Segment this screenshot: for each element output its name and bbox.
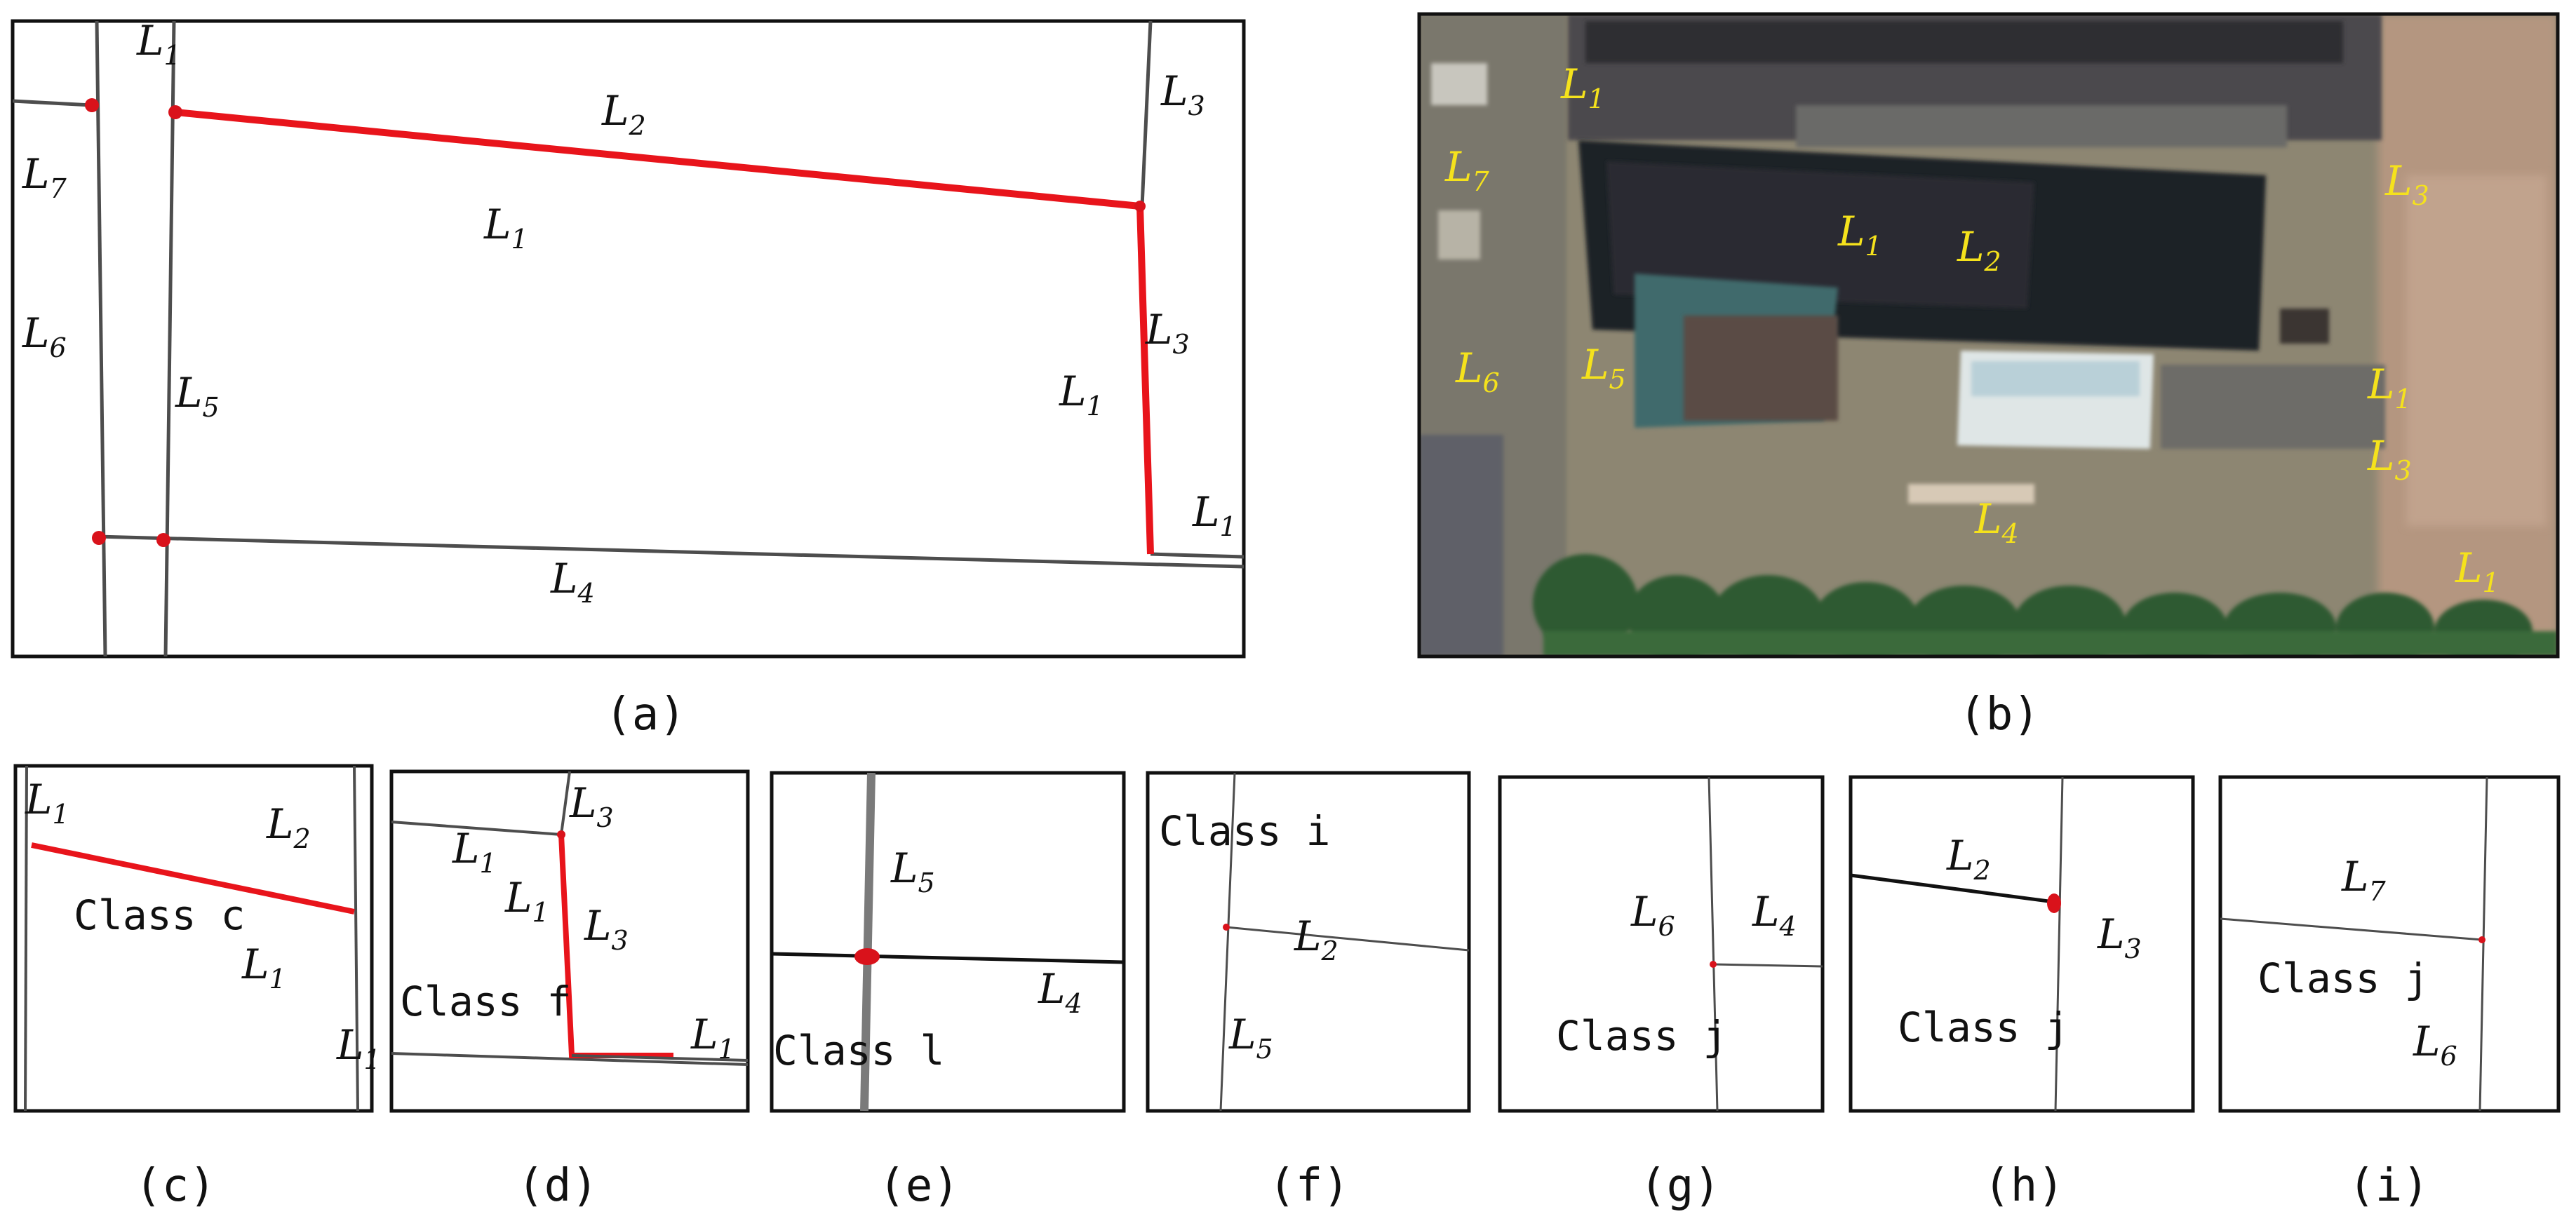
panel-h: L2 L3 Class j (h) — [1851, 777, 2193, 1212]
caption-c: (c) — [135, 1160, 216, 1212]
class-label: Class j — [2258, 954, 2429, 1002]
node — [1134, 201, 1146, 212]
class-label: Class f — [400, 978, 571, 1025]
class-label: Class c — [74, 891, 245, 939]
node — [168, 105, 182, 119]
class-label: Class j — [1556, 1012, 1727, 1060]
class-label: Class j — [1898, 1004, 2069, 1051]
panel-h-frame — [1851, 777, 2193, 1111]
node — [1710, 961, 1717, 968]
node — [92, 531, 106, 545]
panel-e: L5 L4 Class l (e) — [772, 773, 1124, 1212]
label-l1: L1 — [336, 1021, 381, 1075]
panel-i: L7 L6 Class j (i) — [2220, 777, 2558, 1212]
node — [156, 533, 170, 547]
node — [2047, 893, 2061, 913]
caption-a: (a) — [605, 689, 686, 741]
node — [854, 948, 880, 965]
caption-d: (d) — [517, 1160, 598, 1212]
caption-h: (h) — [1983, 1160, 2065, 1212]
caption-b: (b) — [1959, 689, 2040, 741]
panel-a: L1 L2 L3 L7 L1 L3 L6 L5 L1 L1 L4 (a) — [13, 17, 1244, 741]
caption-i: (i) — [2348, 1160, 2429, 1212]
panel-f: L2 L5 Class i (f) — [1148, 773, 1469, 1212]
panel-i-frame — [2220, 777, 2558, 1111]
panel-c: L1 L2 L1 L1 Class c (c) — [15, 766, 381, 1212]
panel-g-frame — [1500, 777, 1823, 1111]
panel-d: L1 L3 L1 L3 L1 Class f (d) — [391, 771, 748, 1212]
class-label: Class i — [1159, 807, 1330, 855]
panel-b: L1 L7 L3 L1 L2 L6 L5 L1 L3 L4 L1 (b) — [1419, 14, 2558, 741]
node — [1223, 924, 1230, 931]
panel-g: L6 L4 Class j (g) — [1500, 777, 1823, 1212]
node — [2478, 936, 2486, 943]
caption-g: (g) — [1639, 1160, 1721, 1212]
class-label: Class l — [773, 1027, 944, 1074]
node — [85, 98, 99, 112]
caption-e: (e) — [878, 1160, 960, 1212]
caption-f: (f) — [1268, 1160, 1350, 1212]
node — [557, 830, 565, 839]
